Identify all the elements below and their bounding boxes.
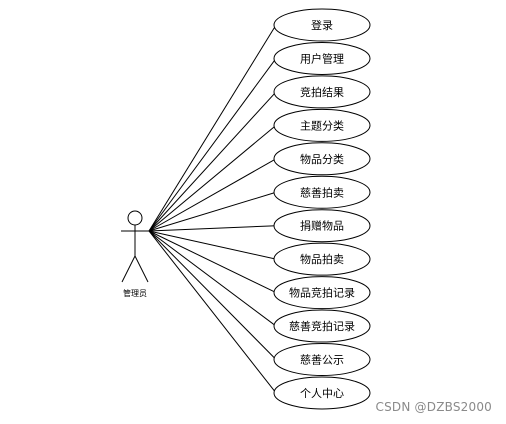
- association-line: [148, 225, 277, 232]
- use-case-label: 主题分类: [300, 118, 344, 132]
- association-lines: [148, 24, 277, 394]
- use-case-ellipse: [273, 209, 371, 243]
- use-case: 用户管理: [273, 41, 371, 75]
- use-case: 个人中心: [273, 376, 371, 410]
- use-case-ellipse: [273, 242, 371, 276]
- use-case-label: 慈善公示: [300, 353, 344, 367]
- use-case: 捐赠物品: [273, 209, 371, 243]
- use-case: 主题分类: [273, 108, 371, 142]
- association-line: [148, 230, 277, 327]
- use-case: 登录: [273, 8, 371, 42]
- use-case-ellipse: [273, 343, 371, 376]
- association-line: [148, 58, 277, 232]
- actor-head: [127, 210, 143, 226]
- association-line: [148, 230, 277, 294]
- use-case-label: 登录: [311, 18, 333, 32]
- use-case: 竞拍结果: [273, 75, 371, 109]
- use-case: 慈善竞拍记录: [273, 309, 371, 343]
- use-case: 物品拍卖: [273, 242, 371, 276]
- use-case-ellipse: [273, 108, 371, 142]
- use-case: 物品竞拍记录: [273, 276, 371, 310]
- use-case: 慈善公示: [273, 343, 371, 376]
- use-case-label: 慈善竞拍记录: [289, 319, 355, 333]
- use-case-label: 用户管理: [300, 51, 344, 65]
- use-case: 慈善拍卖: [273, 175, 371, 209]
- actor-left-leg: [121, 255, 136, 283]
- use-case-ellipse: [273, 142, 371, 176]
- use-case-ellipse: [273, 175, 371, 209]
- use-case-ellipse: [273, 309, 371, 343]
- use-case-label: 物品拍卖: [300, 252, 344, 266]
- use-case-label: 捐赠物品: [300, 219, 344, 233]
- association-line: [148, 124, 277, 232]
- use-case-label: 物品竞拍记录: [289, 286, 355, 300]
- use-case-ellipse: [273, 75, 371, 109]
- association-line: [148, 230, 277, 394]
- use-case-ellipse: [273, 41, 371, 75]
- association-line: [148, 158, 277, 232]
- actor-right-leg: [134, 255, 149, 283]
- use-case-ellipse: [273, 8, 371, 42]
- actor-label: 管理员: [123, 288, 147, 298]
- actor-admin: 管理员: [121, 210, 149, 298]
- use-case-label: 慈善拍卖: [300, 185, 344, 199]
- use-case: 物品分类: [273, 142, 371, 176]
- association-line: [148, 230, 277, 260]
- association-line: [148, 191, 277, 232]
- use-case-ellipse: [273, 276, 371, 310]
- association-line: [148, 24, 277, 232]
- use-case-label: 物品分类: [300, 152, 344, 166]
- use-case-label: 个人中心: [300, 387, 344, 400]
- watermark: CSDN @DZBS2000: [375, 400, 492, 414]
- association-line: [148, 230, 277, 360]
- use-case-ellipse: [273, 376, 371, 410]
- association-line: [148, 91, 277, 232]
- use-case-list: 登录用户管理竞拍结果主题分类物品分类慈善拍卖捐赠物品物品拍卖物品竞拍记录慈善竞拍…: [273, 8, 371, 410]
- use-case-label: 竞拍结果: [300, 85, 344, 99]
